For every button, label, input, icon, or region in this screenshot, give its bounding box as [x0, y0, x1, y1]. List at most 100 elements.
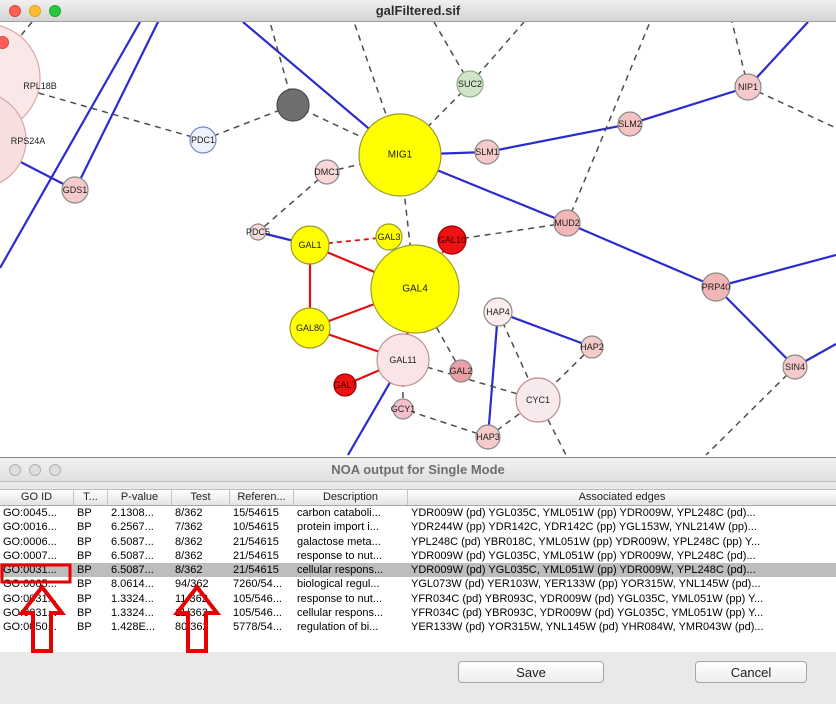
network-window: galFiltered.sif GDS1PDC1SUC2MIG1SLM1SLM2… [0, 0, 836, 457]
network-canvas[interactable]: GDS1PDC1SUC2MIG1SLM1SLM2NIP1DMC1PDC5GAL1… [0, 22, 836, 457]
gal11-node[interactable] [377, 334, 429, 386]
network-edge[interactable] [706, 367, 795, 455]
table-cell: BP [74, 506, 108, 520]
network-edge[interactable] [630, 87, 748, 124]
table-cell: galactose meta... [294, 535, 408, 549]
hap3-node[interactable] [476, 425, 500, 449]
slm2-node[interactable] [618, 112, 642, 136]
network-edge[interactable] [716, 255, 836, 287]
table-cell: 8/362 [172, 535, 230, 549]
table-row[interactable]: GO:0006...BP6.5087...8/36221/54615galact… [0, 535, 836, 549]
hap4-node[interactable] [484, 298, 512, 326]
column-header-test[interactable]: Test [172, 490, 230, 505]
sin4-node[interactable] [783, 355, 807, 379]
table-row[interactable]: GO:0065...BP8.0614...94/3627260/54...bio… [0, 577, 836, 591]
mig1-node[interactable] [359, 114, 441, 196]
slm1-node[interactable] [475, 140, 499, 164]
table-cell: GO:0050... [0, 620, 74, 634]
table-cell: GO:0007... [0, 549, 74, 563]
table-cell: GO:0016... [0, 520, 74, 534]
column-header-t[interactable]: T... [74, 490, 108, 505]
table-cell: 6.5087... [108, 563, 172, 577]
table-cell: YFR034C (pd) YBR093C, YDR009W (pd) YGL03… [408, 592, 836, 606]
table-cell: response to nut... [294, 592, 408, 606]
network-edge[interactable] [567, 223, 716, 287]
table-cell: 1.428E... [108, 620, 172, 634]
table-cell: 10/54615 [230, 520, 294, 534]
table-cell: GO:0065... [0, 577, 74, 591]
gal4-node[interactable] [371, 245, 459, 333]
pdc1-node[interactable] [190, 127, 216, 153]
network-edge[interactable] [403, 409, 488, 437]
table-cell: 6.5087... [108, 549, 172, 563]
table-cell: YDR009W (pd) YGL035C, YML051W (pp) YDR00… [408, 506, 836, 520]
gal7-node[interactable] [334, 374, 356, 396]
table-cell: cellular respons... [294, 563, 408, 577]
column-header-referen[interactable]: Referen... [230, 490, 294, 505]
table-cell: 1.3324... [108, 592, 172, 606]
hap2-node[interactable] [581, 336, 603, 358]
table-cell: cellular respons... [294, 606, 408, 620]
network-edge[interactable] [75, 22, 158, 190]
table-row[interactable]: GO:0050...BP1.428E...80/3625778/54...reg… [0, 620, 836, 634]
table-row[interactable]: GO:0016...BP6.2567...7/36210/54615protei… [0, 520, 836, 534]
network-edge[interactable] [452, 223, 567, 240]
network-window-titlebar[interactable]: galFiltered.sif [0, 0, 836, 22]
save-button[interactable]: Save [458, 661, 604, 683]
gal3-node[interactable] [376, 224, 402, 250]
gcy1-node[interactable] [393, 399, 413, 419]
gds1-node[interactable] [62, 177, 88, 203]
table-cell: YDR009W (pd) YGL035C, YML051W (pp) YDR00… [408, 563, 836, 577]
column-header-go-id[interactable]: GO ID [0, 490, 74, 505]
gal1-node[interactable] [291, 226, 329, 264]
network-edge[interactable] [258, 172, 327, 232]
network-graph[interactable]: GDS1PDC1SUC2MIG1SLM1SLM2NIP1DMC1PDC5GAL1… [0, 22, 836, 457]
table-cell: 11/362 [172, 592, 230, 606]
table-cell: 80/362 [172, 620, 230, 634]
table-row[interactable]: GO:0031...BP1.3324...11/362105/546...cel… [0, 606, 836, 620]
noa-window: NOA output for Single Mode GO IDT...P-va… [0, 457, 836, 704]
cyc1-node[interactable] [516, 378, 560, 422]
table-row[interactable]: GO:0045...BP2.1308...8/36215/54615carbon… [0, 506, 836, 520]
table-cell: BP [74, 606, 108, 620]
gal80-node[interactable] [290, 308, 330, 348]
mud2-node[interactable] [554, 210, 580, 236]
gal10-node[interactable] [438, 226, 466, 254]
noa-window-titlebar[interactable]: NOA output for Single Mode [0, 458, 836, 482]
cancel-button[interactable]: Cancel [695, 661, 807, 683]
table-cell: YPL248C (pd) YBR018C, YML051W (pp) YDR00… [408, 535, 836, 549]
gal2-node[interactable] [450, 360, 472, 382]
table-cell: 21/54615 [230, 549, 294, 563]
table-cell: 21/54615 [230, 535, 294, 549]
column-header-p-value[interactable]: P-value [108, 490, 172, 505]
pdc5-node[interactable] [250, 224, 266, 240]
nip1-node[interactable] [735, 74, 761, 100]
table-row[interactable]: GO:0007...BP6.5087...8/36221/54615respon… [0, 549, 836, 563]
table-cell: YDR009W (pd) YGL035C, YML051W (pp) YDR00… [408, 549, 836, 563]
network-edge[interactable] [487, 124, 630, 152]
dmc1-node[interactable] [315, 160, 339, 184]
table-cell: BP [74, 577, 108, 591]
table-cell: GO:0006... [0, 535, 74, 549]
noa-window-title: NOA output for Single Mode [0, 458, 836, 481]
table-cell: GO:0031... [0, 606, 74, 620]
network-edge[interactable] [498, 312, 592, 347]
table-cell: regulation of bi... [294, 620, 408, 634]
table-cell: 105/546... [230, 592, 294, 606]
table-cell: BP [74, 535, 108, 549]
table-cell: 2.1308... [108, 506, 172, 520]
table-row[interactable]: GO:0031...BP6.5087...8/36221/54615cellul… [0, 563, 836, 577]
darkgray-node[interactable] [277, 89, 309, 121]
table-cell: BP [74, 563, 108, 577]
network-edge[interactable] [716, 287, 795, 367]
column-header-description[interactable]: Description [294, 490, 408, 505]
table-cell: BP [74, 592, 108, 606]
network-edge[interactable] [488, 312, 498, 437]
network-edge[interactable] [748, 87, 836, 128]
prp40-node[interactable] [702, 273, 730, 301]
table-cell: response to nut... [294, 549, 408, 563]
table-row[interactable]: GO:0031...BP1.3324...11/362105/546...res… [0, 592, 836, 606]
suc2-node[interactable] [457, 71, 483, 97]
table-cell: carbon cataboli... [294, 506, 408, 520]
column-header-associated-edges[interactable]: Associated edges [408, 490, 836, 505]
